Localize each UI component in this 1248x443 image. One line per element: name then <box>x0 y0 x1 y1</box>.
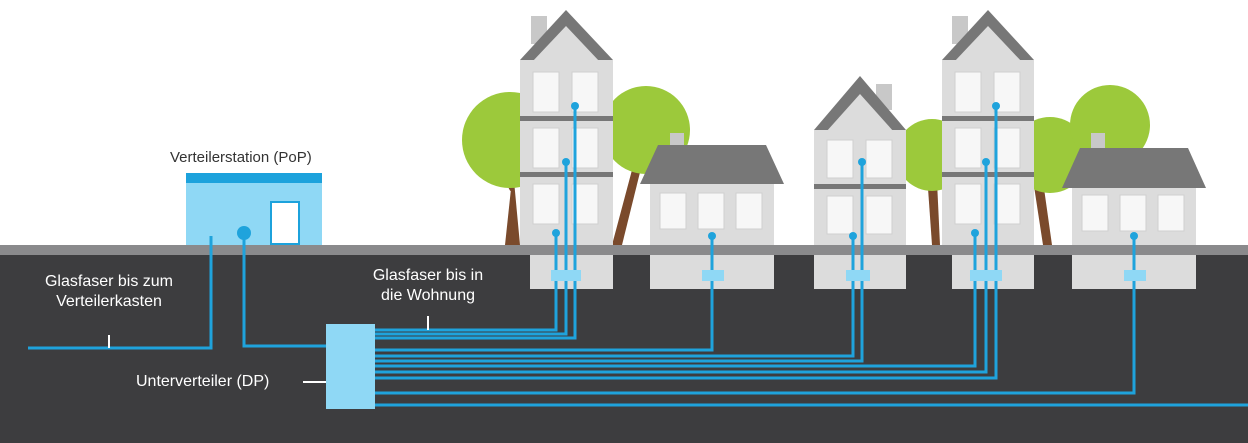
house-connection-boxes <box>551 270 1146 281</box>
fiber-to-home-line-1: Glasfaser bis in <box>372 267 484 284</box>
ground-surface <box>0 245 1248 255</box>
fiber-to-cabinet-line-2: Verteilerkasten <box>56 293 162 310</box>
sub-distributor-label: Unterverteiler (DP) <box>136 372 269 392</box>
apartment-building <box>814 76 906 289</box>
pop-station-label: Verteilerstation (PoP) <box>170 148 312 168</box>
label-pointers <box>108 316 429 383</box>
sub-distributor-box <box>326 324 375 409</box>
fiber-to-home-label: Glasfaser bis in die Wohnung <box>362 266 494 306</box>
sub-distributor-label-text: Unterverteiler (DP) <box>136 373 270 390</box>
apartment-building <box>520 10 613 289</box>
fiber-endpoints <box>237 102 1138 240</box>
fiber-to-home-line-2: die Wohnung <box>381 287 475 304</box>
fiber-to-cabinet-label: Glasfaser bis zum Verteilerkasten <box>28 272 190 312</box>
pop-station-label-text: Verteilerstation (PoP) <box>170 149 312 166</box>
fiber-to-cabinet-line-1: Glasfaser bis zum <box>44 273 174 290</box>
pop-station <box>186 173 322 245</box>
fiber-lines <box>28 106 1248 407</box>
apartment-building <box>942 10 1034 289</box>
